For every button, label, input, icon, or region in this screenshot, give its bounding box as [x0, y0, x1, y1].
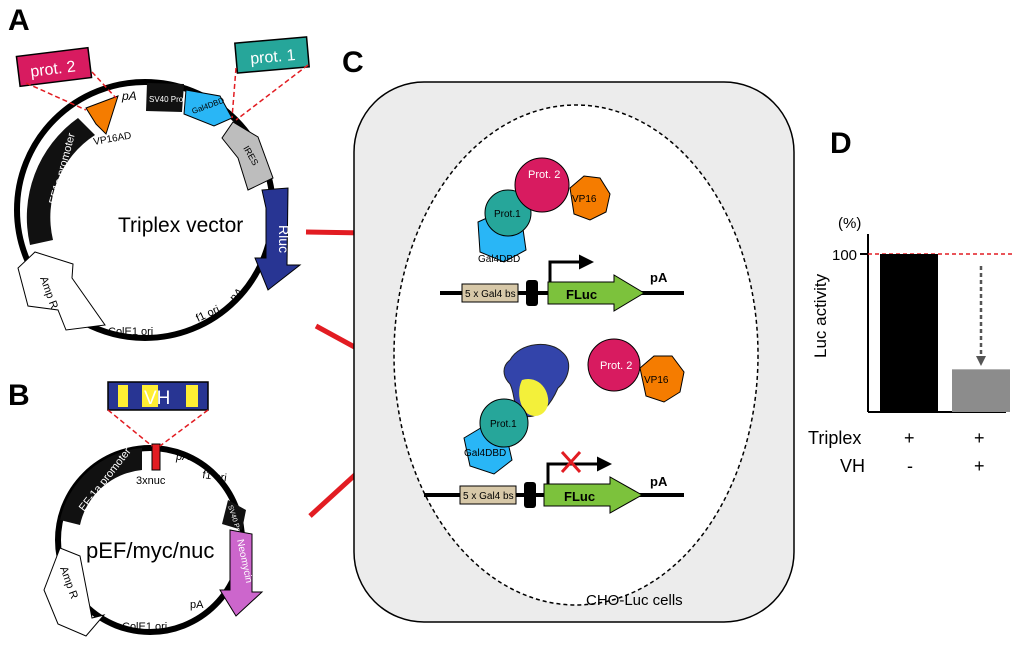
pef-center-label: pEF/myc/nuc: [86, 538, 214, 563]
dashed-line: [107, 409, 153, 447]
dashed-line: [235, 64, 309, 121]
panel-label-d: D: [830, 127, 852, 160]
promoter-block: [526, 280, 538, 306]
pa-bottom-label: pA: [190, 599, 204, 611]
fluc-gene: [547, 274, 645, 312]
fluc-gene: [543, 476, 644, 514]
cell-diagram: CHO-Luc cells Gal4DBD Prot.1 Prot. 2 VP1…: [353, 81, 795, 623]
prot2-label: Prot. 2: [600, 360, 632, 372]
vp16-label: VP16: [572, 194, 597, 205]
prot1-shape: [479, 398, 529, 448]
pa-top-label: pA: [175, 451, 189, 463]
prot1-shape: [484, 189, 532, 237]
gal4-binding-sites: [459, 485, 517, 505]
fluc-label: FLuc: [566, 287, 597, 302]
gal4dbd-label: Gal4DBD: [464, 448, 506, 459]
vp16ad-label: VP16AD: [93, 130, 133, 147]
bar-triplex-only: [880, 254, 938, 412]
row-label-vh: VH: [840, 456, 865, 476]
gal4dbd-label: Gal4DBD: [478, 254, 520, 265]
gal4-bs-label: 5 x Gal4 bs: [463, 491, 514, 502]
prot1-box: [234, 36, 310, 74]
pa-label: pA: [650, 474, 668, 489]
nuc-segment: [151, 443, 161, 471]
row-value: +: [974, 428, 985, 448]
dashed-line: [231, 67, 237, 119]
nucleus-outline: [393, 104, 759, 606]
panel-label-b: B: [8, 379, 30, 412]
prot1-label: Prot.1: [494, 209, 521, 220]
sv40-label: SV40 Pro: [149, 95, 184, 104]
triplex-center-label: Triplex vector: [118, 214, 243, 237]
row-value: +: [904, 428, 915, 448]
rluc-label: Rluc: [276, 225, 292, 253]
row-label-triplex: Triplex: [808, 428, 861, 448]
row-value: -: [907, 456, 913, 476]
sv40-promoter-segment: [146, 83, 184, 112]
ampr-segment: [43, 547, 106, 637]
pef-vector-map: EF-1a promoter 3xnuc pA f1 ori SV40 Pro …: [43, 381, 264, 637]
gal4dbd-segment: [183, 89, 233, 127]
luc-activity-chart: (%) Luc activity 100 Triplex + + VH - +: [808, 215, 1012, 476]
dashed-line: [159, 409, 209, 447]
vh-box-label: VH: [144, 388, 170, 409]
gal4-binding-sites: [461, 283, 519, 303]
prot2-box: [15, 46, 93, 88]
sv40-segment: [222, 500, 246, 530]
prot1-box-label: prot. 1: [250, 47, 297, 68]
bar-triplex-plus-vh: [952, 369, 1010, 412]
y-tick-label: 100: [832, 247, 857, 264]
ampr-segment: [17, 251, 106, 331]
dashed-line: [25, 82, 87, 111]
dashed-line: [91, 71, 117, 99]
pa-label: pA: [650, 270, 668, 285]
vp16ad-segment: [85, 95, 119, 135]
vh-stripe: [118, 385, 128, 407]
prot2-label: Prot. 2: [528, 169, 560, 181]
ires-segment: [221, 121, 274, 191]
ef1a-promoter-segment: [60, 448, 142, 525]
block-cross-icon: [560, 450, 582, 474]
f1ori-label: f1 ori: [202, 469, 228, 484]
triplex-vector-map: EF1a promoter VP16AD pA SV40 Pro Gal4DBD…: [14, 36, 310, 341]
cole1-label: ColE1 ori: [108, 326, 153, 338]
nuc-label: 3xnuc: [136, 475, 166, 487]
cole1-label: ColE1 ori: [122, 621, 167, 633]
vp16-shape: [569, 175, 611, 221]
prot2-shape: [514, 157, 570, 213]
vp16-shape: [639, 355, 685, 403]
vh-stripe: [142, 385, 158, 407]
gal4-bs-label: 5 x Gal4 bs: [465, 289, 516, 300]
prot1-label: Prot.1: [490, 419, 517, 430]
row-value: +: [974, 456, 985, 476]
panel-label-c: C: [342, 46, 364, 79]
vp16-label: VP16: [644, 375, 669, 386]
y-unit-label: (%): [838, 215, 861, 232]
neomycin-segment: [219, 529, 264, 617]
ef1a-promoter-segment: [26, 118, 95, 245]
pa-top-label: pA: [121, 89, 137, 103]
prot2-box-label: prot. 2: [29, 58, 76, 80]
promoter-block: [524, 482, 536, 508]
prot2-shape: [587, 338, 641, 392]
fluc-label: FLuc: [564, 489, 595, 504]
vh-nanobody-highlight: [519, 378, 549, 417]
panel-label-a: A: [8, 4, 30, 37]
cell-label: CHO-Luc cells: [586, 592, 683, 609]
y-axis-label: Luc activity: [811, 273, 830, 358]
rluc-segment: [254, 187, 302, 291]
vh-stripe: [186, 385, 198, 407]
